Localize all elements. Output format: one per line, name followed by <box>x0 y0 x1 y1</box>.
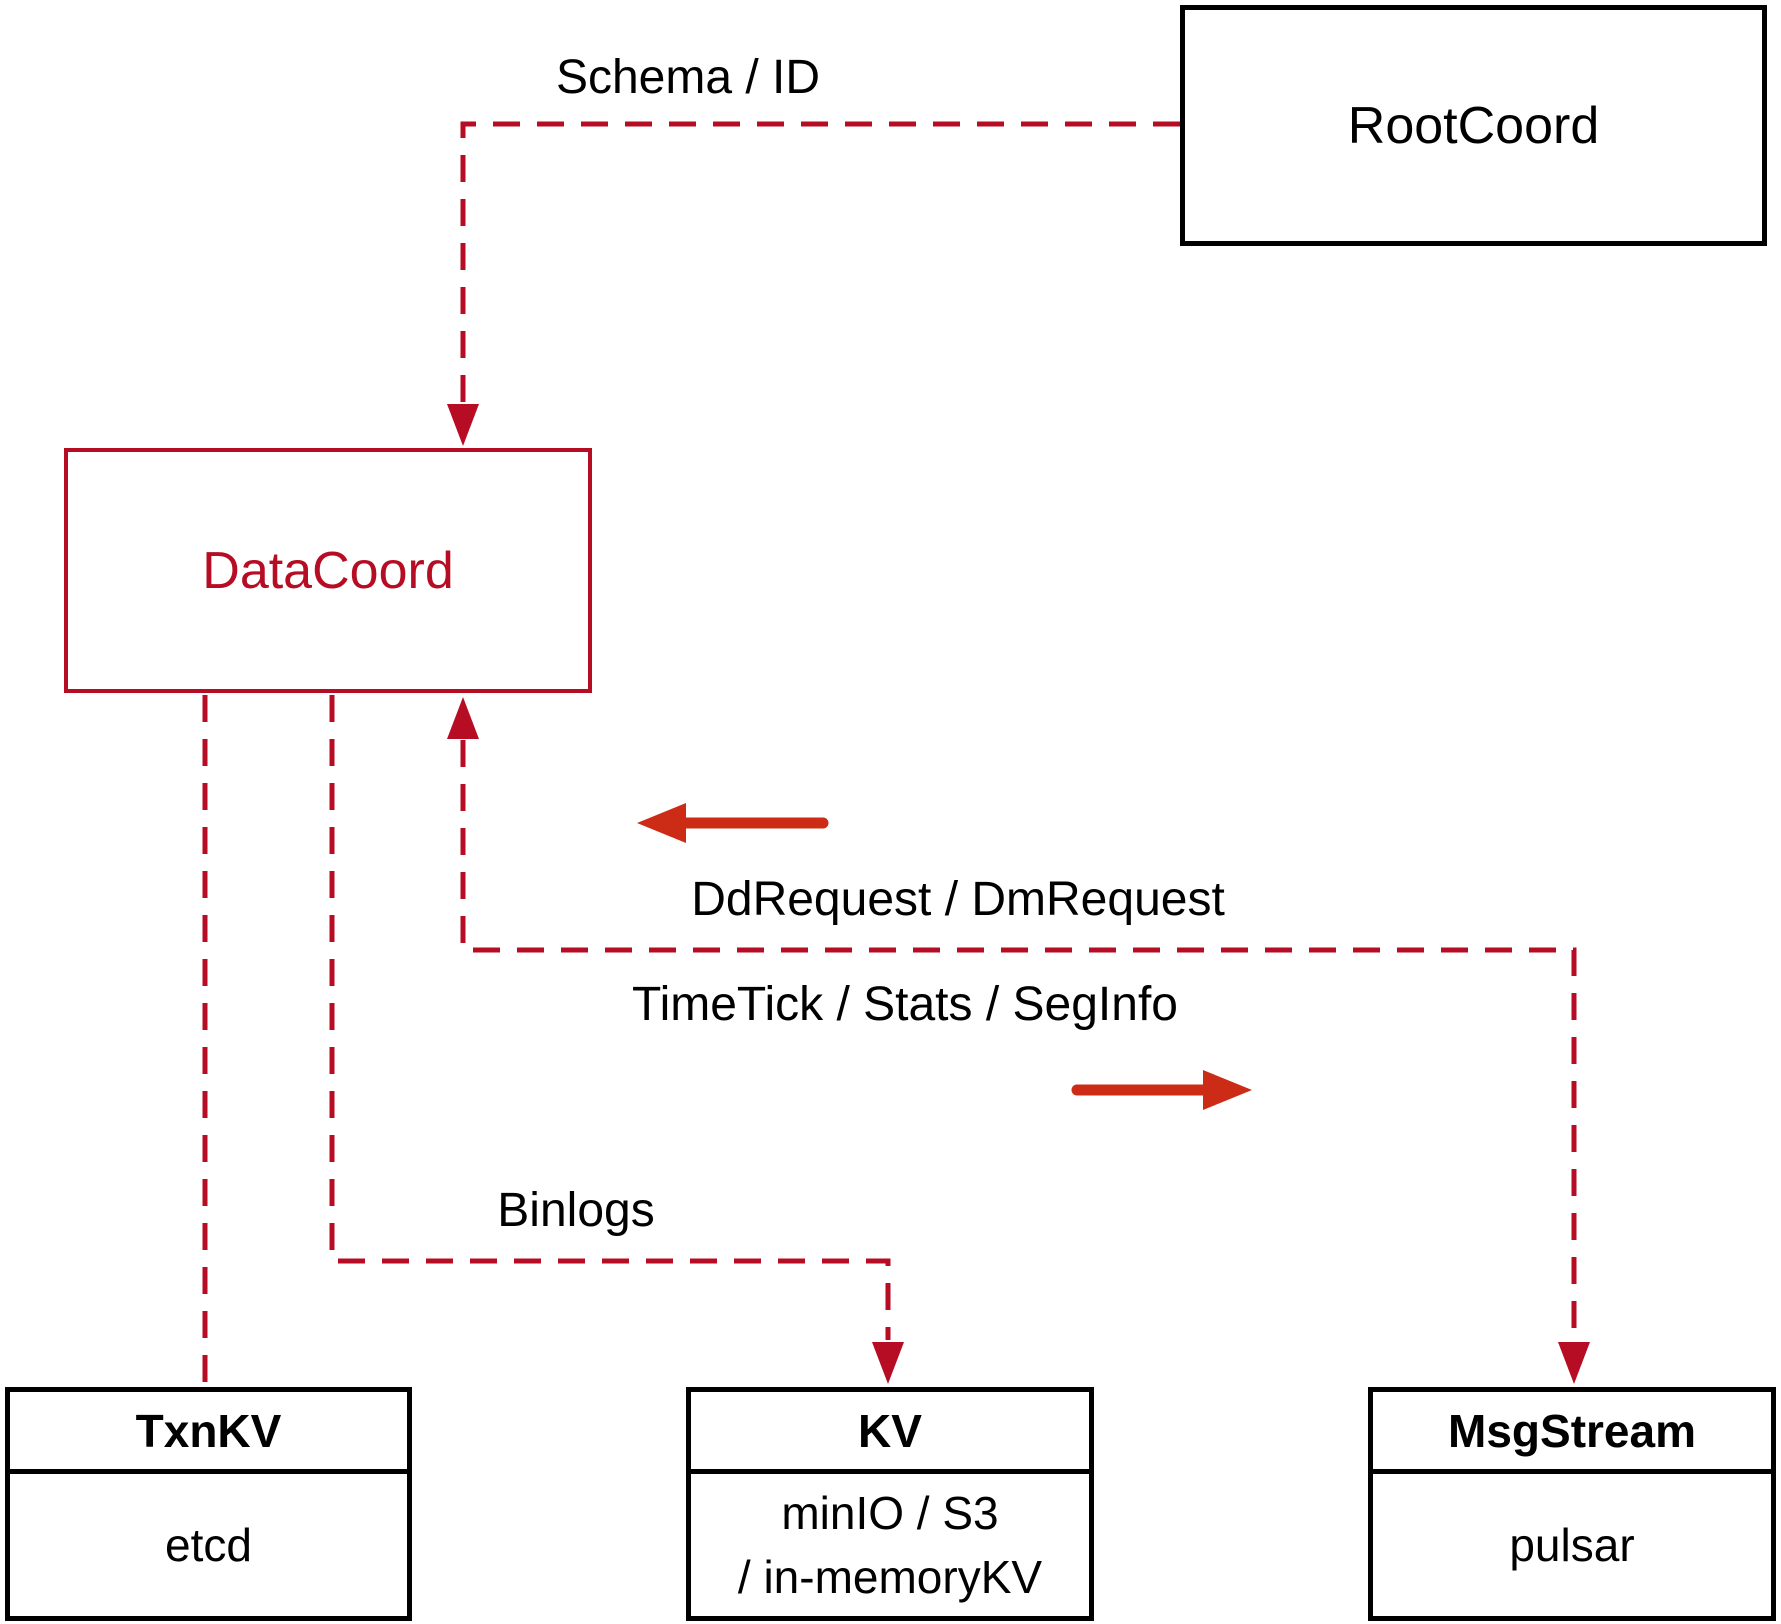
datacoord-up-arrowhead-icon <box>447 697 479 739</box>
kv-body-line2: / in-memoryKV <box>737 1551 1043 1603</box>
kv-title: KV <box>691 1392 1089 1474</box>
txnkv-body: etcd <box>165 1519 252 1571</box>
msgstream-node: MsgStream pulsar <box>1368 1387 1776 1621</box>
kv-body-line1: minIO / S3 <box>781 1487 999 1539</box>
timetick-stats-seginfo-edge-label: TimeTick / Stats / SegInfo <box>632 978 1178 1031</box>
binlogs-arrowhead-icon <box>872 1342 904 1384</box>
datacoord-node: DataCoord <box>64 448 592 693</box>
left-arrow-head <box>637 803 686 843</box>
datacoord-msgstream-dashed-line <box>460 740 1577 1340</box>
msgstream-down-arrowhead-icon <box>1558 1342 1590 1384</box>
binlogs-dashed-line <box>329 695 891 1340</box>
schema-id-dashed-line <box>460 121 1180 402</box>
msgstream-body: pulsar <box>1509 1519 1635 1571</box>
datacoord-label: DataCoord <box>202 541 454 600</box>
right-direction-arrow-icon <box>1071 1070 1252 1110</box>
schema-id-arrowhead-icon <box>447 404 479 446</box>
binlogs-edge-label: Binlogs <box>497 1184 655 1237</box>
kv-node: KV minIO / S3 / in-memoryKV <box>686 1387 1094 1621</box>
binlogs-connector <box>329 695 904 1384</box>
schema-id-connector <box>447 121 1180 446</box>
rootcoord-node: RootCoord <box>1180 5 1767 246</box>
schema-id-edge-label: Schema / ID <box>555 51 821 104</box>
ddrequest-dmrequest-edge-label: DdRequest / DmRequest <box>691 873 1225 926</box>
msgstream-title: MsgStream <box>1373 1392 1771 1474</box>
left-direction-arrow-icon <box>637 803 829 843</box>
txnkv-title: TxnKV <box>10 1392 407 1474</box>
datacoord-msgstream-connector <box>447 697 1590 1384</box>
txnkv-node: TxnKV etcd <box>5 1387 412 1621</box>
right-arrow-head <box>1203 1070 1252 1110</box>
rootcoord-label: RootCoord <box>1347 96 1600 155</box>
